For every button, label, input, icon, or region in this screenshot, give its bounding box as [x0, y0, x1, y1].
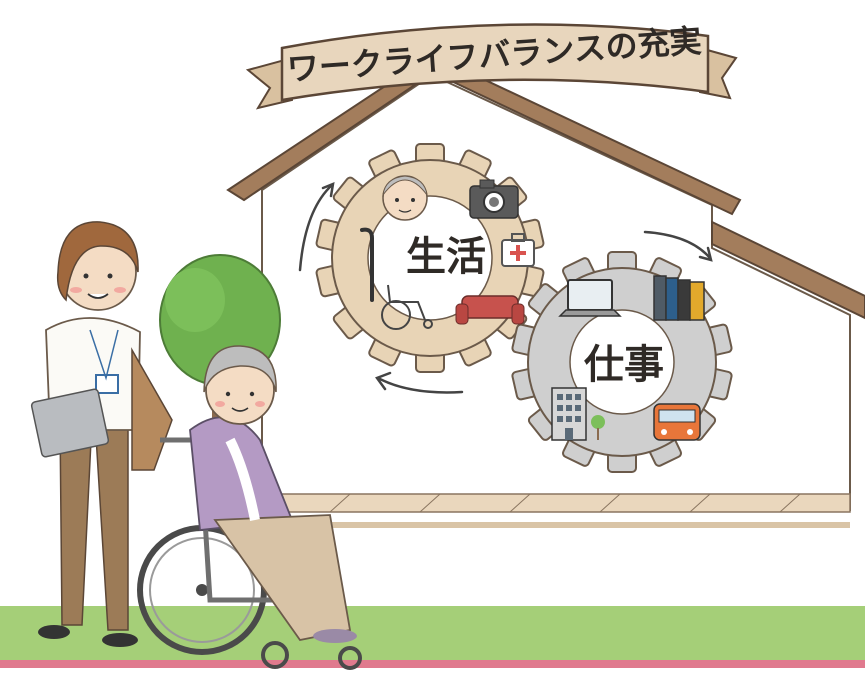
elderly-face-icon — [382, 175, 428, 221]
tablet-icon — [30, 388, 110, 458]
house-floor — [261, 493, 851, 528]
binders-icon — [653, 275, 705, 321]
sofa-icon — [455, 295, 525, 325]
banner-ribbon: ワークライフバランスの充実 — [245, 22, 738, 110]
shoulder-bag-icon — [131, 347, 173, 471]
life-gear-label: 生活 — [406, 234, 486, 280]
cycle-arrows — [298, 182, 713, 394]
office-building-icon — [551, 387, 605, 441]
wheelchair-icon — [381, 284, 433, 330]
roof-annex — [711, 220, 865, 320]
ground-line — [0, 660, 865, 668]
camera-icon — [469, 179, 519, 219]
first-aid-kit-icon — [501, 233, 535, 267]
caregiver-figure — [30, 221, 173, 647]
laptop-icon — [558, 279, 622, 317]
train-icon — [653, 403, 701, 441]
id-badge-icon — [95, 374, 119, 394]
wheelchair-user-figure — [137, 345, 362, 670]
work-gear-label: 仕事 — [584, 342, 664, 388]
cane-icon — [360, 227, 374, 302]
